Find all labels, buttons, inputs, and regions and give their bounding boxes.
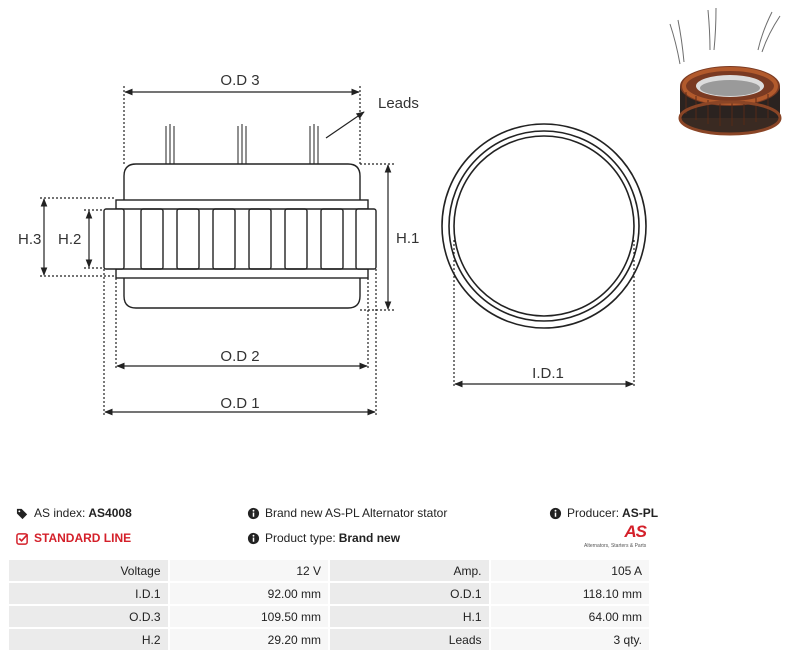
tags-icon: [16, 508, 28, 519]
spec-label: Voltage: [9, 560, 170, 583]
info-icon: [247, 532, 260, 544]
product-info: AS index: AS4008 STANDARD LINE Brand new…: [0, 500, 800, 560]
info-icon: [549, 507, 562, 519]
spec-value: 118.10 mm: [490, 583, 651, 606]
lead-wires: [165, 124, 319, 164]
info-icon: [247, 507, 260, 519]
spec-label: Leads: [330, 629, 491, 652]
spec-table: Voltage 12 V Amp. 105 A I.D.1 92.00 mm O…: [9, 560, 651, 652]
product-type-label: Product type:: [265, 531, 336, 545]
table-row: H.2 29.20 mm Leads 3 qty.: [9, 629, 651, 652]
as-pl-logo: AS Alternators, Starters & Parts: [584, 522, 650, 552]
dimension-lines: [40, 88, 634, 416]
label-id1: I.D.1: [532, 365, 564, 382]
spec-value: 3 qty.: [490, 629, 651, 652]
as-index-value: AS4008: [88, 506, 132, 520]
label-h1: H.1: [396, 230, 419, 247]
table-row: I.D.1 92.00 mm O.D.1 118.10 mm: [9, 583, 651, 606]
spec-value: 29.20 mm: [169, 629, 330, 652]
spec-label: H.2: [9, 629, 170, 652]
spec-label: Amp.: [330, 560, 491, 583]
spec-value: 92.00 mm: [169, 583, 330, 606]
logo-tagline: Alternators, Starters & Parts: [584, 543, 647, 549]
stator-top-view: [441, 123, 647, 329]
label-h3: H.3: [18, 231, 41, 248]
spec-value: 109.50 mm: [169, 606, 330, 629]
spec-label: I.D.1: [9, 583, 170, 606]
product-type-value: Brand new: [338, 531, 401, 545]
spec-label: H.1: [330, 606, 491, 629]
spec-label: O.D.3: [9, 606, 170, 629]
as-index: AS index: AS4008: [16, 506, 132, 520]
spec-value: 64.00 mm: [490, 606, 651, 629]
stator-photo: [669, 7, 782, 136]
spec-value: 105 A: [490, 560, 651, 583]
product-description: Brand new AS-PL Alternator stator: [247, 506, 447, 520]
producer: Producer: AS-PL: [549, 506, 658, 520]
table-row: Voltage 12 V Amp. 105 A: [9, 560, 651, 583]
label-leads: Leads: [378, 95, 419, 112]
description-text: Brand new AS-PL Alternator stator: [265, 506, 448, 520]
checkbox-check-icon: [16, 532, 29, 545]
extension-lines: [40, 86, 635, 416]
label-od1: O.D 1: [220, 395, 259, 412]
stator-side-view: [103, 124, 377, 309]
spec-label: O.D.1: [330, 583, 491, 606]
logo-mark: AS: [624, 522, 647, 541]
product-type: Product type: Brand new: [247, 531, 400, 545]
spec-value: 12 V: [169, 560, 330, 583]
label-od2: O.D 2: [220, 348, 259, 365]
standard-line: STANDARD LINE: [16, 531, 131, 545]
producer-value: AS-PL: [622, 506, 659, 520]
technical-drawing: O.D 3 Leads H.3 H.2 H.1 O.D 2 O.D 1 I.D.…: [18, 72, 647, 416]
label-od3: O.D 3: [220, 72, 259, 89]
standard-line-label: STANDARD LINE: [34, 531, 132, 545]
label-h2: H.2: [58, 231, 81, 248]
core-slots: [103, 208, 377, 270]
producer-label: Producer:: [567, 506, 620, 520]
as-index-label: AS index:: [34, 506, 86, 520]
table-row: O.D.3 109.50 mm H.1 64.00 mm: [9, 606, 651, 629]
